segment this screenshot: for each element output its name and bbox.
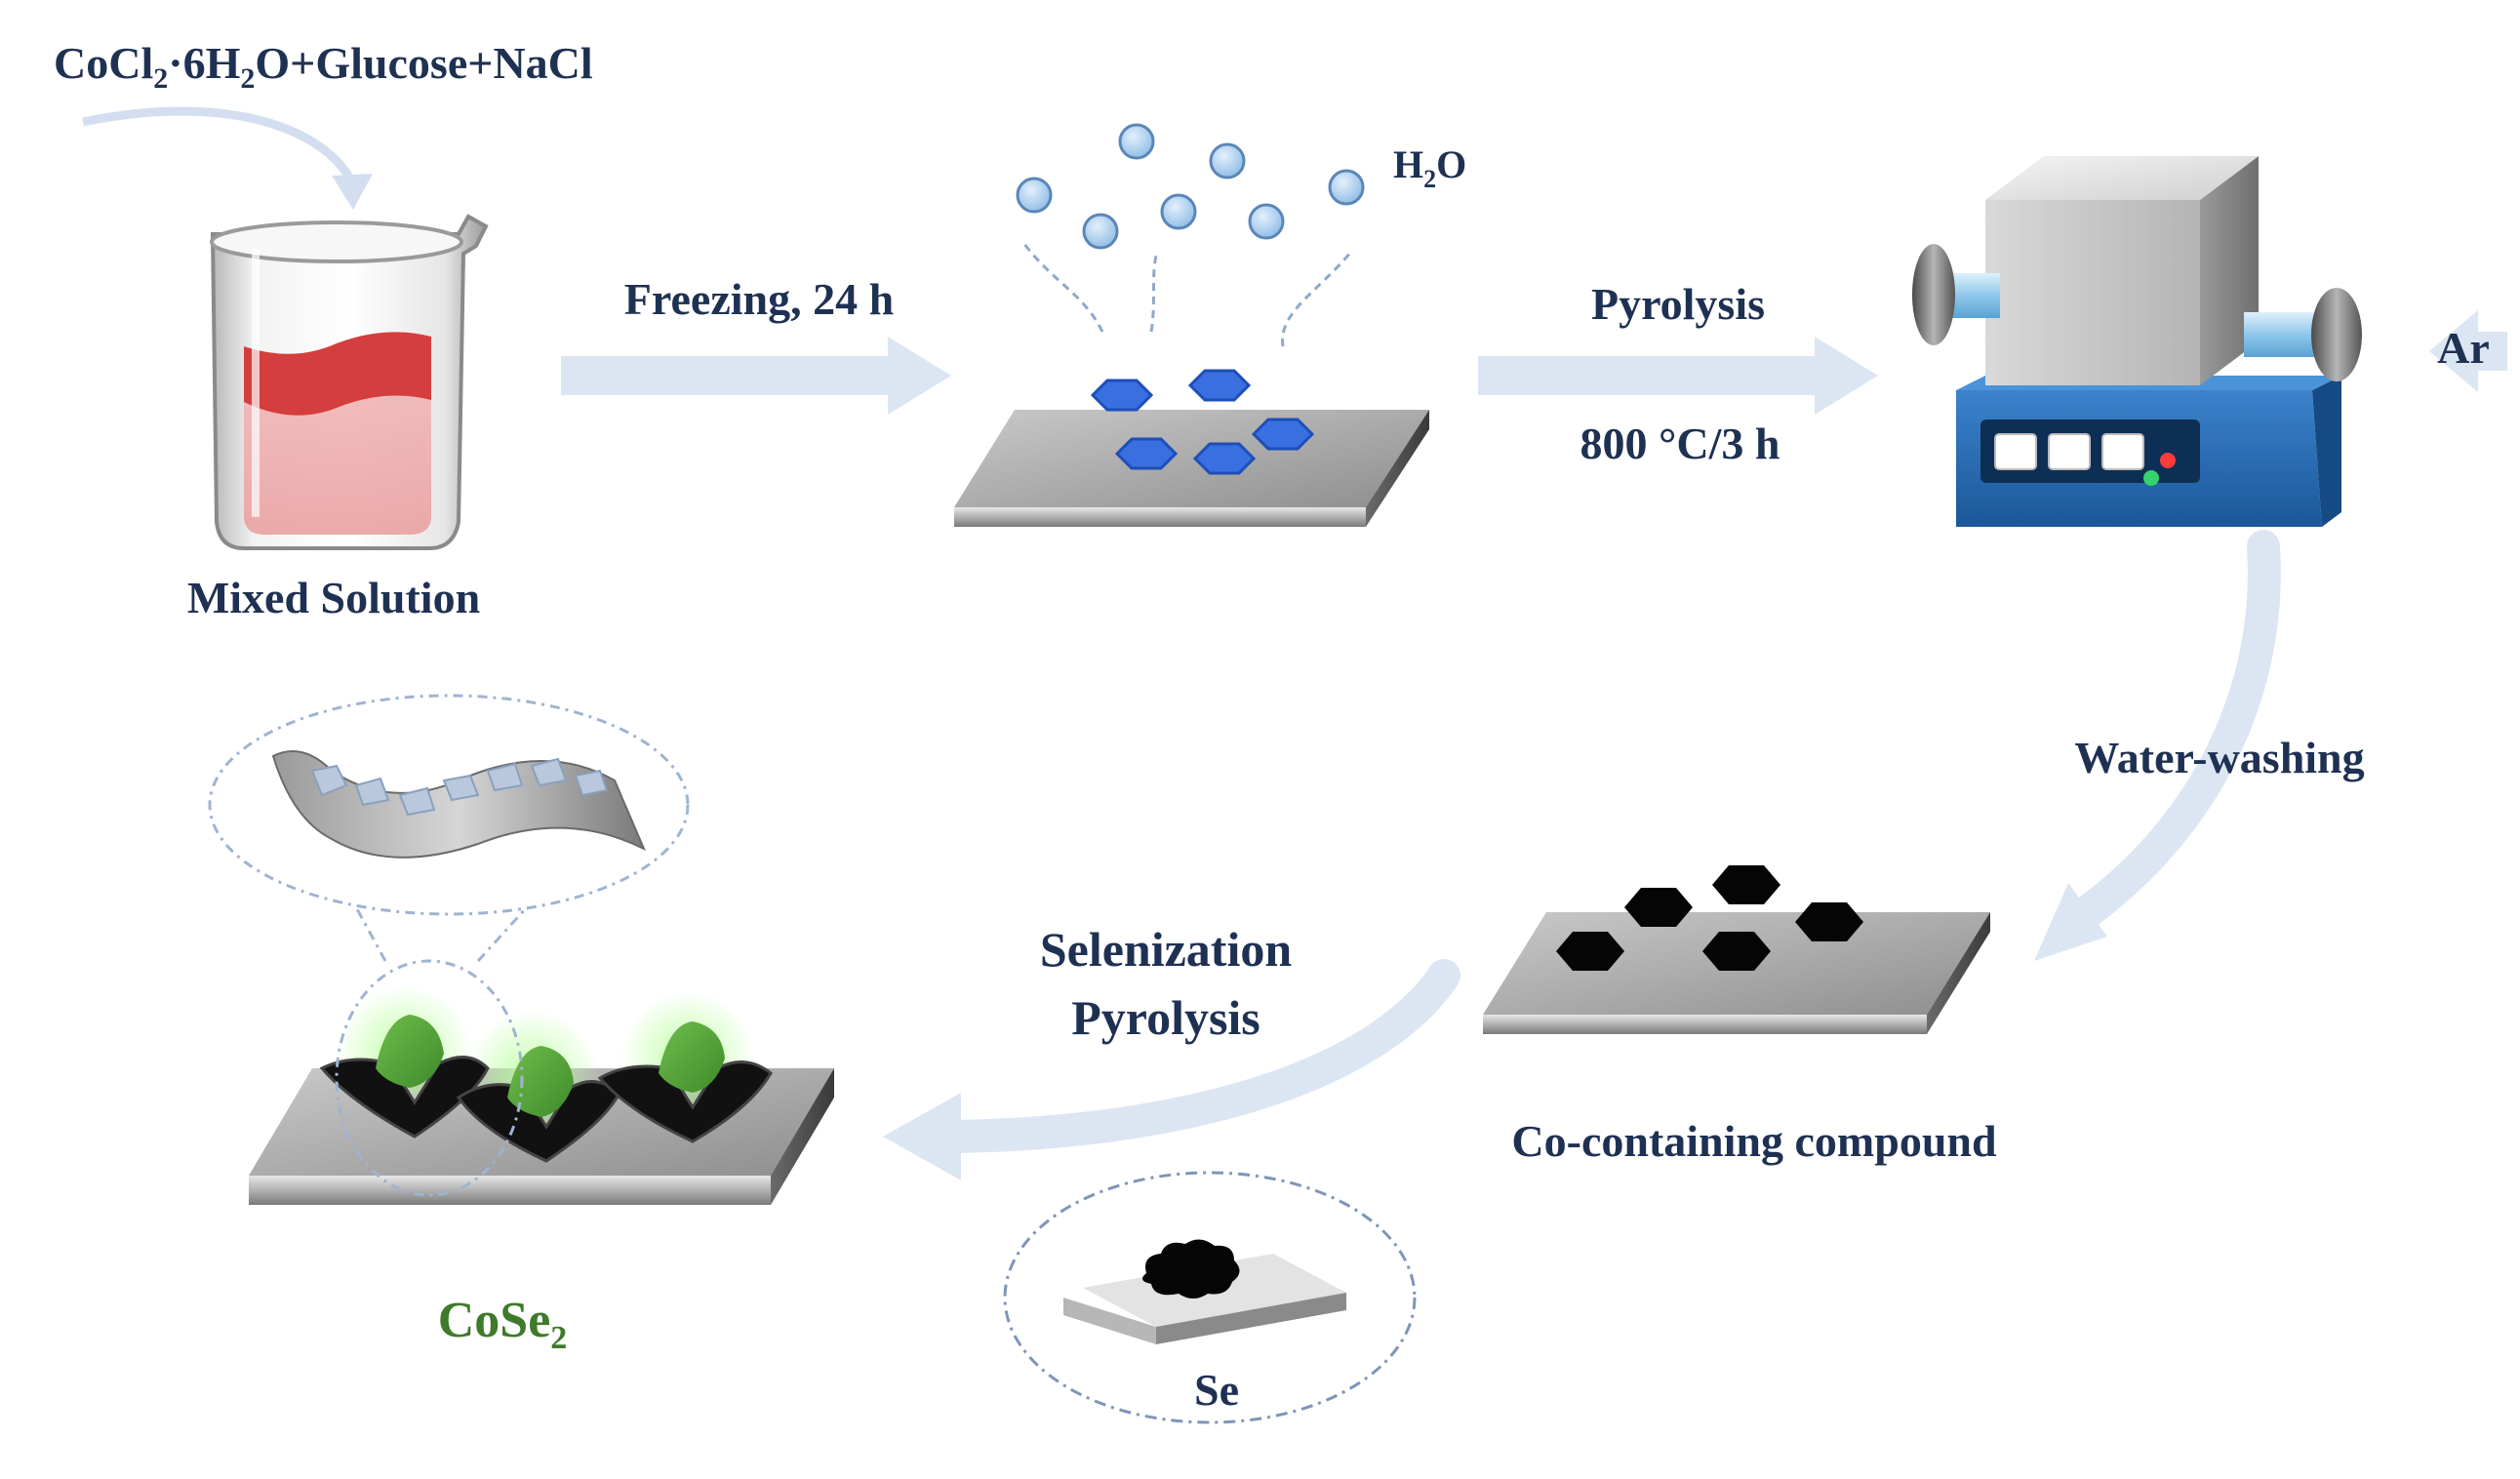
freezing-label: Freezing, 24 h [624,274,894,324]
reactants-part: ·6H [168,38,240,88]
argon-label: Ar [2437,323,2490,373]
ice-crystals [1090,369,1315,475]
mixed-solution-label: Mixed Solution [187,573,480,622]
reactants-label: CoCl2·6H2O+Glucose+NaCl [54,38,593,95]
beaker-icon [210,214,489,550]
pyrolysis-label: Pyrolysis [1591,279,1765,329]
water-washing-label: Water-washing [2074,733,2364,782]
reactants-part: O+Glucose+NaCl [255,38,592,88]
selenization-pyrolysis-label: Pyrolysis [1071,990,1260,1045]
selenium-source-dashed-circle [1003,1171,1417,1424]
pyrolysis-arrow [1478,337,1878,415]
reactants-part: CoCl [54,38,153,88]
water-vapor-label: H2O [1393,142,1466,193]
intermediate-plate-icon [1483,912,1990,1034]
cose2-particles [319,985,773,1163]
cose2-sub: 2 [550,1320,567,1356]
water-part: H [1393,142,1423,186]
water-sub: 2 [1423,165,1436,193]
argon-inlet-arrow [2429,310,2507,392]
reactants-sub: 2 [153,62,168,95]
black-crystals [1556,865,1863,971]
water-washing-arrow [2034,530,2281,961]
pyrolysis-condition-label: 800 °C/3 h [1580,419,1780,468]
selenization-arrow [883,959,1460,1180]
freezing-arrow [561,337,951,415]
water-droplets [1016,123,1365,250]
selenium-plate-icon [1063,1239,1346,1344]
cose2-part: CoSe [438,1293,551,1348]
selenium-label: Se [1194,1365,1239,1415]
vapor-arrows [1022,243,1353,347]
selenization-label: Selenization [1040,922,1293,977]
zoom-indicator [208,694,690,1197]
co-compound-label: Co-containing compound [1511,1116,1997,1166]
carbon-sheet-inset-icon [271,750,646,859]
reactant-feed-arrow [82,106,373,210]
cose2-label: CoSe2 [438,1293,568,1356]
freeze-dried-plate-icon [954,410,1429,527]
reactants-sub: 2 [240,62,255,95]
water-part: O [1436,142,1466,186]
tube-furnace-icon [1912,156,2362,527]
